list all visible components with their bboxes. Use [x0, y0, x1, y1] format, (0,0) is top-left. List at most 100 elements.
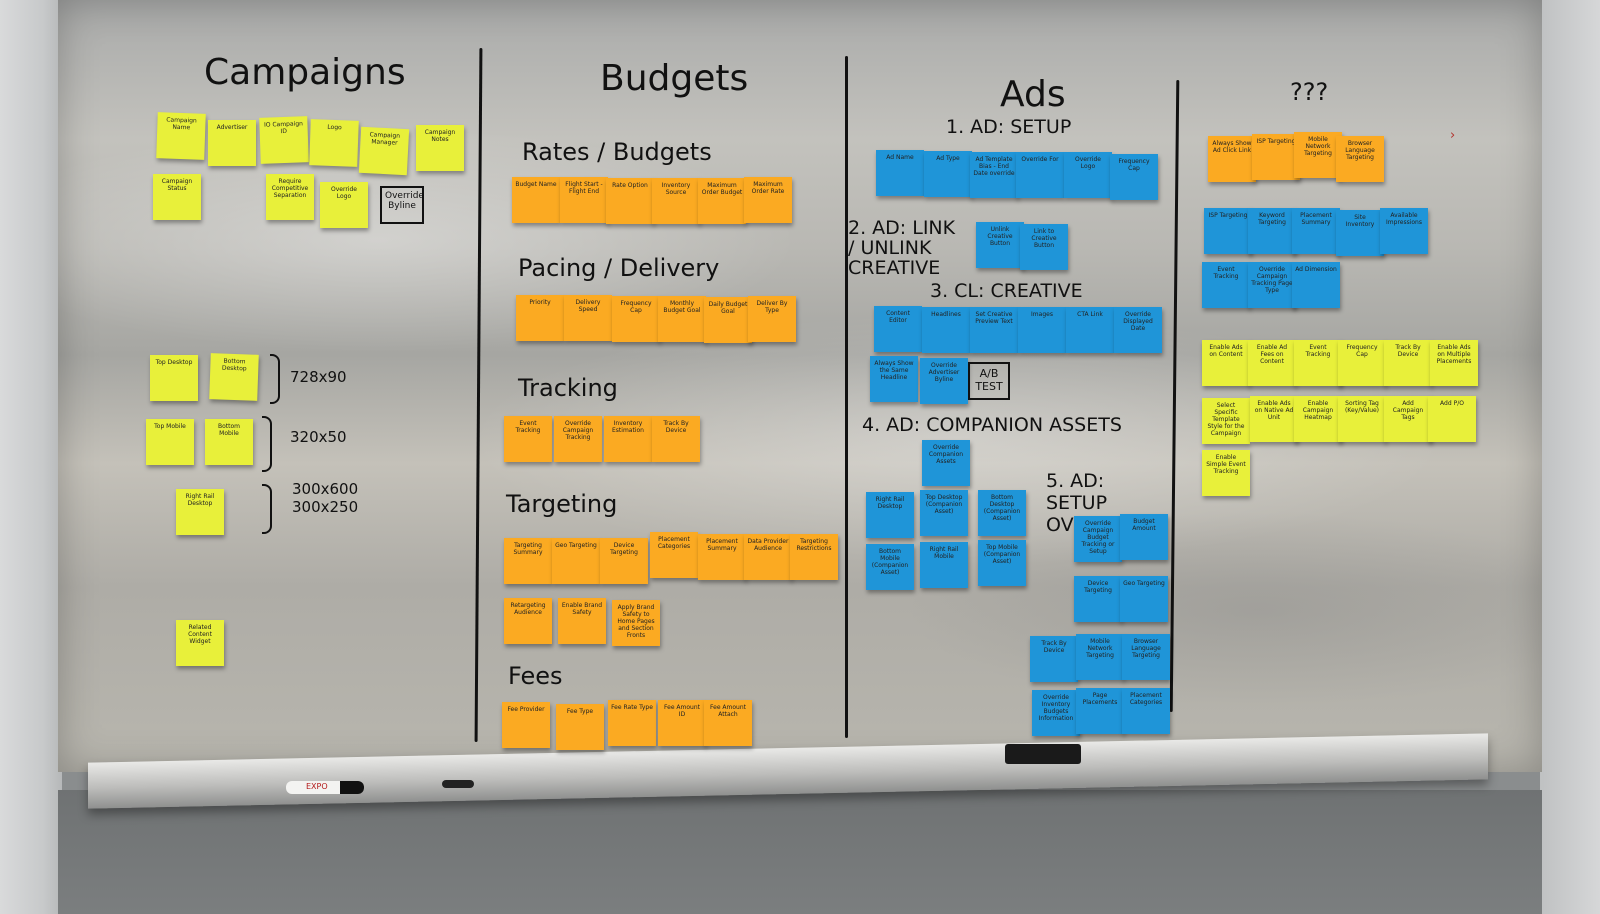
brace-320	[262, 416, 272, 472]
unknown-orange-note: Browser Language Targeting	[1336, 136, 1384, 182]
unknown-yellow-note: Add Campaign Tags	[1384, 396, 1432, 442]
ad-unit-note: Right Rail Desktop	[176, 489, 224, 535]
link-note: Unlink Creative Button	[976, 222, 1024, 268]
campaign-note: Campaign Manager	[358, 126, 410, 176]
ad-unit-note: Top Mobile	[146, 419, 194, 465]
budget-note: Maximum Order Rate	[744, 177, 792, 223]
creative-note: Images	[1018, 307, 1066, 353]
rates-budgets-heading: Rates / Budgets	[522, 138, 712, 166]
unknown-blue-note: Keyword Targeting	[1248, 208, 1296, 254]
targeting-note: Data Provider Audience	[744, 534, 792, 580]
creative-note: Headlines	[922, 307, 970, 353]
targeting-note: Placement Categories	[650, 532, 698, 578]
targeting-note: Placement Summary	[698, 534, 746, 580]
unknown-blue-note: Override Campaign Tracking Page Type	[1248, 262, 1296, 308]
companion-note: Bottom Desktop (Companion Asset)	[978, 490, 1026, 536]
brace-300	[262, 484, 272, 534]
targeting-note: Targeting Restrictions	[790, 534, 838, 580]
budget-note: Rate Option	[606, 178, 654, 224]
unknown-blue-note: Placement Summary	[1292, 208, 1340, 254]
size-300x600: 300x600	[292, 480, 359, 498]
link-note: Link to Creative Button	[1020, 224, 1068, 270]
unknown-yellow-note: Enable Ads on Content	[1202, 340, 1250, 386]
fee-note: Fee Amount Attach	[704, 700, 752, 746]
ad-setup-note: Frequency Cap	[1110, 154, 1158, 200]
unknown-yellow-note: Add P/O	[1428, 396, 1476, 442]
companion-note: Top Desktop (Companion Asset)	[920, 490, 968, 536]
budget-note: Budget Name	[512, 177, 560, 223]
override-note: Browser Language Targeting	[1122, 634, 1170, 680]
budgets-title: Budgets	[600, 58, 749, 99]
campaign-note: Campaign Status	[153, 174, 201, 220]
tracking-heading: Tracking	[518, 374, 618, 402]
eraser	[1005, 744, 1081, 764]
unknown-yellow-note: Enable Ad Fees on Content	[1248, 340, 1296, 386]
unknown-orange-note: Always Show Ad Click Link	[1208, 136, 1256, 182]
ad-setup-note: Ad Name	[876, 150, 924, 196]
creative-note: Content Editor	[874, 306, 922, 352]
unknown-yellow-note: Select Specific Template Style for the C…	[1202, 398, 1250, 444]
wall-below-board	[58, 790, 1542, 914]
creative-note: Set Creative Preview Text	[970, 307, 1018, 353]
red-mark: ›	[1450, 128, 1456, 143]
fee-note: Fee Rate Type	[608, 700, 656, 746]
override-note: Budget Amount	[1120, 514, 1168, 560]
companion-note: Top Mobile (Companion Asset)	[978, 540, 1026, 586]
ab-test-box: A/B TEST	[968, 362, 1010, 400]
size-300x250: 300x250	[292, 498, 359, 516]
campaign-note: Campaign Name	[156, 112, 206, 160]
campaign-note: Logo	[309, 119, 359, 167]
ad-unit-note: Bottom Mobile	[205, 419, 253, 465]
ads-title: Ads	[1000, 74, 1066, 115]
targeting-note: Apply Brand Safety to Home Pages and Sec…	[612, 600, 660, 646]
unknown-yellow-note: Enable Campaign Heatmap	[1294, 396, 1342, 442]
override-note: Device Targeting	[1074, 576, 1122, 622]
companion-assets-heading: 4. AD: COMPANION ASSETS	[862, 414, 1122, 436]
targeting-note: Enable Brand Safety	[558, 598, 606, 644]
companion-note: Override Companion Assets	[922, 440, 970, 486]
fee-note: Fee Type	[556, 704, 604, 750]
targeting-heading: Targeting	[506, 490, 618, 518]
targeting-note: Device Targeting	[600, 538, 648, 584]
pacing-note: Delivery Speed	[564, 295, 612, 341]
unknown-blue-note: Available Impressions	[1380, 208, 1428, 254]
fee-note: Fee Provider	[502, 702, 550, 748]
unknown-title: ???	[1290, 78, 1329, 106]
size-320x50: 320x50	[290, 428, 347, 446]
tracking-note: Inventory Estimation	[604, 416, 652, 462]
override-note: Mobile Network Targeting	[1076, 634, 1124, 680]
override-note: Override Campaign Budget Tracking or Set…	[1074, 516, 1122, 562]
creative-note: CTA Link	[1066, 307, 1114, 353]
creative-heading: 3. CL: CREATIVE	[930, 280, 1083, 302]
wall-right	[1540, 0, 1600, 914]
override-note: Geo Targeting	[1120, 576, 1168, 622]
unknown-yellow-note: Frequency Cap	[1338, 340, 1386, 386]
size-728x90: 728x90	[290, 368, 347, 386]
pacing-note: Monthly Budget Goal	[658, 296, 706, 342]
unknown-blue-note: Site Inventory	[1336, 210, 1384, 256]
budget-note: Inventory Source	[652, 178, 700, 224]
targeting-note: Retargeting Audience	[504, 598, 552, 644]
marker-small	[442, 780, 474, 788]
pacing-note: Frequency Cap	[612, 296, 660, 342]
unknown-orange-note: Mobile Network Targeting	[1294, 132, 1342, 178]
campaign-note: IO Campaign ID	[259, 116, 309, 164]
budget-note: Maximum Order Budget	[698, 178, 746, 224]
ad-setup-note: Override For	[1016, 152, 1064, 198]
brace-728	[270, 354, 280, 404]
divider-2	[845, 56, 848, 738]
unknown-yellow-note: Event Tracking	[1294, 340, 1342, 386]
pacing-note: Priority	[516, 295, 564, 341]
companion-note: Bottom Mobile (Companion Asset)	[866, 544, 914, 590]
unknown-blue-note: ISP Targeting	[1204, 208, 1252, 254]
unknown-yellow-note: Enable Simple Event Tracking	[1202, 450, 1250, 496]
pacing-note: Daily Budget Goal	[704, 297, 752, 343]
targeting-note: Geo Targeting	[552, 538, 600, 584]
marker-label: EXPO	[306, 782, 328, 791]
tracking-note: Override Campaign Tracking	[554, 416, 602, 462]
unknown-yellow-note: Enable Ads on Native Ad Unit	[1250, 396, 1298, 442]
unknown-blue-note: Ad Dimension	[1292, 262, 1340, 308]
override-note: Track By Device	[1030, 636, 1078, 682]
override-note: Override Inventory Budgets Information	[1032, 690, 1080, 736]
ad-unit-note: Related Content Widget	[176, 620, 224, 666]
